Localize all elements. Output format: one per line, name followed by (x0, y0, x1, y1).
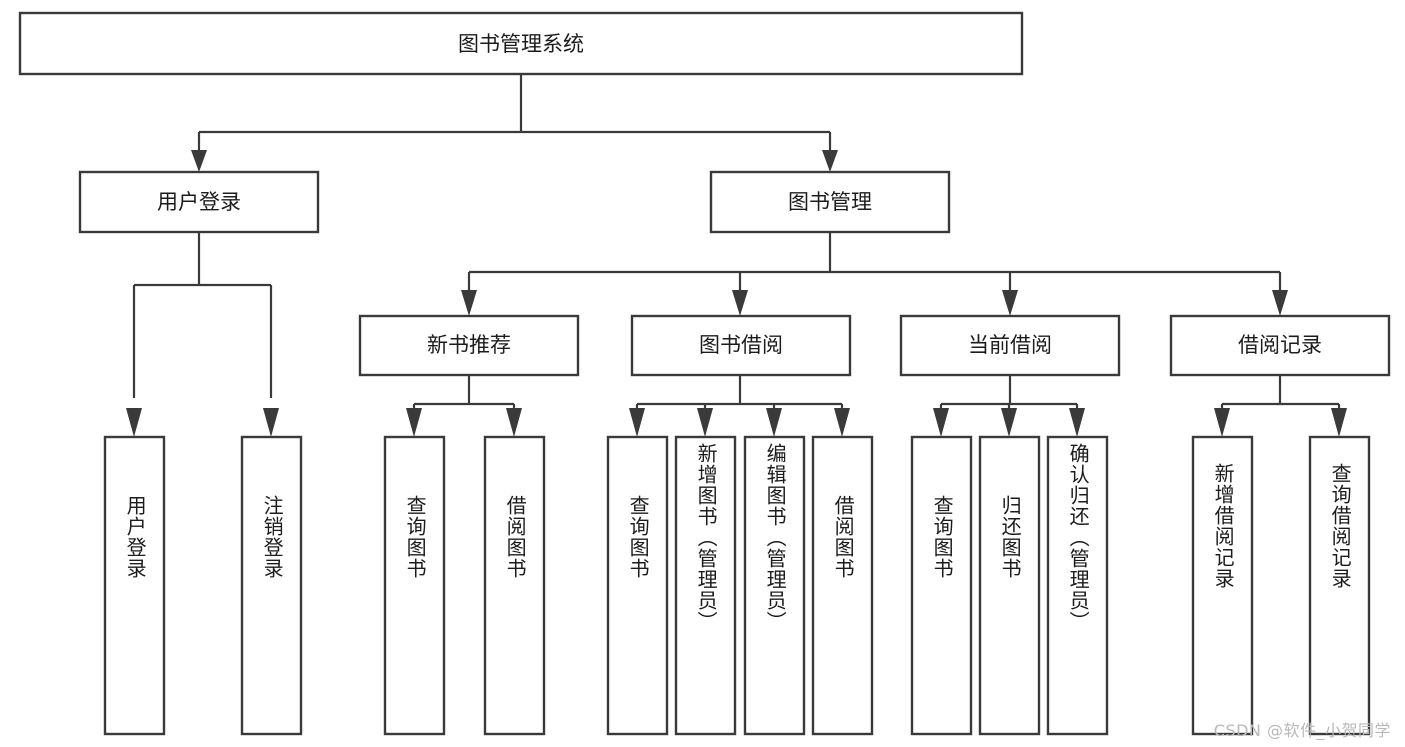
arrow-head-leaf-book-borrow-2 (697, 408, 713, 437)
connector-layer (126, 74, 1347, 437)
node-book-manage-box[interactable] (709, 170, 951, 234)
node-root-label: 图书管理系统 (458, 32, 584, 56)
arrow-head-leaf-user-login-2 (263, 408, 279, 437)
arrow-head-to-user-login (191, 150, 207, 172)
node-user-login-box[interactable] (78, 170, 320, 234)
node-book-borrow[interactable]: 图书借阅 (630, 314, 852, 377)
node-book-borrow-box[interactable] (630, 314, 852, 377)
arrow-head-leaf-new-book-1 (406, 408, 422, 437)
arrow-head-leaf-current-borrow-1 (933, 408, 949, 437)
node-borrow-record-label: 借阅记录 (1238, 333, 1322, 357)
arrow-head-leaf-borrow-record-1 (1214, 408, 1230, 437)
leaf-box-user-login-1[interactable] (103, 435, 166, 736)
node-new-book-label: 新书推荐 (427, 333, 511, 357)
arrow-head-leaf-book-borrow-4 (834, 408, 850, 437)
arrow-head-to-current-borrow (1002, 290, 1018, 316)
node-user-login-label: 用户登录 (157, 190, 241, 214)
leaf-box-current-borrow-1[interactable] (910, 435, 973, 736)
leaf-box-layer (103, 435, 1371, 736)
arrow-head-leaf-book-borrow-3 (766, 408, 782, 437)
leaf-box-current-borrow-3[interactable] (1046, 435, 1109, 736)
arrow-head-leaf-new-book-2 (506, 408, 522, 437)
node-borrow-record[interactable]: 借阅记录 (1169, 314, 1391, 377)
leaf-box-current-borrow-2[interactable] (978, 435, 1041, 736)
leaf-box-book-borrow-1[interactable] (606, 435, 669, 736)
arrow-head-leaf-current-borrow-2 (1001, 408, 1017, 437)
arrow-head-leaf-book-borrow-1 (629, 408, 645, 437)
arrow-head-to-new-book (461, 290, 477, 316)
arrow-head-leaf-current-borrow-3 (1069, 408, 1085, 437)
arrow-head-to-book-borrow (732, 290, 748, 316)
leaf-box-book-borrow-3[interactable] (743, 435, 806, 736)
node-book-manage[interactable]: 图书管理 (709, 170, 951, 234)
node-new-book[interactable]: 新书推荐 (358, 314, 580, 377)
arrow-head-to-book-manage (822, 150, 838, 172)
node-current-borrow-label: 当前借阅 (968, 333, 1052, 357)
node-root-box[interactable] (18, 11, 1024, 76)
node-user-login[interactable]: 用户登录 (78, 170, 320, 234)
csdn-watermark: CSDN @软件_小贺同学 (1213, 721, 1391, 740)
node-root[interactable]: 图书管理系统 (18, 11, 1024, 76)
node-new-book-box[interactable] (358, 314, 580, 377)
node-current-borrow[interactable]: 当前借阅 (899, 314, 1121, 377)
node-book-manage-label: 图书管理 (788, 190, 872, 214)
leaf-box-book-borrow-2[interactable] (674, 435, 737, 736)
leaf-box-borrow-record-1[interactable] (1191, 435, 1254, 736)
node-book-borrow-label: 图书借阅 (699, 333, 783, 357)
arrow-head-to-borrow-record (1272, 290, 1288, 316)
leaf-box-new-book-1[interactable] (383, 435, 446, 736)
node-borrow-record-box[interactable] (1169, 314, 1391, 377)
arrow-head-leaf-borrow-record-2 (1331, 408, 1347, 437)
leaf-box-borrow-record-2[interactable] (1308, 435, 1371, 736)
leaf-box-new-book-2[interactable] (483, 435, 546, 736)
arrow-head-leaf-user-login-1 (126, 408, 142, 437)
node-current-borrow-box[interactable] (899, 314, 1121, 377)
leaf-box-book-borrow-4[interactable] (811, 435, 874, 736)
leaf-box-user-login-2[interactable] (240, 435, 303, 736)
